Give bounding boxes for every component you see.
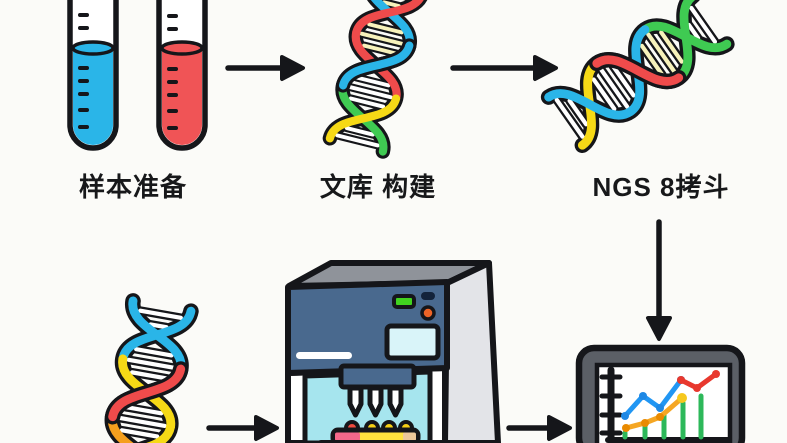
arrow-ngs-to-monitor — [646, 219, 672, 341]
test-tube-blue — [67, 0, 119, 151]
sample-tray-pink-segment — [335, 432, 360, 441]
dispenser-head — [338, 363, 417, 390]
step-label-ngs-sequencing: NGS 8拷斗 — [592, 172, 730, 202]
flow-arrows — [206, 55, 672, 441]
arrow-library-to-ngs — [450, 55, 558, 81]
sample-tubes-icon — [67, 0, 208, 151]
machine-led-green-icon — [392, 294, 416, 309]
blue-series — [622, 377, 684, 419]
dna-helices — [94, 0, 735, 443]
dna-helix-library-icon — [322, 0, 430, 159]
orange-series — [623, 395, 685, 431]
step-label-sample-prep: 样本准备 — [78, 172, 188, 202]
sequencer-machine-icon — [285, 260, 501, 443]
dna-helix-input-icon — [94, 293, 199, 443]
machine-display — [384, 323, 441, 361]
test-tube-red — [156, 0, 208, 151]
pipette-tip-icon — [347, 385, 364, 418]
arrow-dna-to-sequencer — [206, 415, 279, 441]
sample-tray-beige-tip — [403, 432, 416, 441]
results-chart — [599, 366, 731, 443]
machine-slot — [296, 352, 352, 359]
machine-button-dark — [421, 292, 435, 300]
arrow-tubes-to-library — [225, 55, 305, 81]
machine-button-orange — [420, 305, 436, 321]
step-label-library-construction: 文库 构建 — [319, 172, 437, 202]
machine-side-face — [442, 260, 501, 443]
arrow-sequencer-to-monitor — [506, 415, 572, 441]
results-monitor-icon — [575, 344, 746, 443]
tray-base-plate — [317, 440, 439, 443]
pipette-tip-icon — [367, 385, 384, 418]
dna-helix-ngs-icon — [540, 0, 735, 154]
pipette-tip-icon — [387, 385, 404, 418]
